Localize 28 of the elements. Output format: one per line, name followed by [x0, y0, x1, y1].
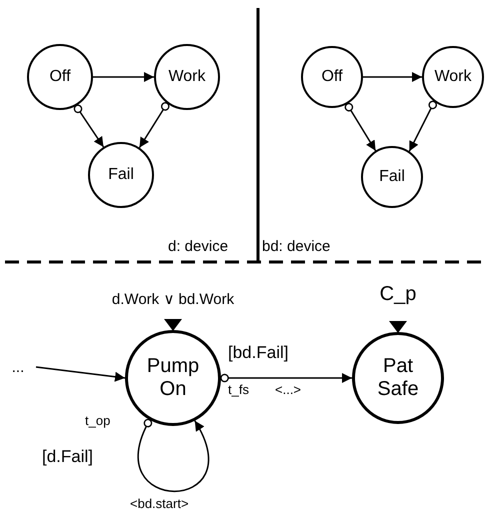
annotation-label: bd: device: [262, 238, 330, 255]
annotation-label: t_op: [85, 413, 110, 428]
annotation-label: <...>: [275, 382, 302, 397]
state-circle: Fail: [361, 146, 423, 208]
transition-arrow: [344, 102, 376, 152]
transition-arrow: [74, 104, 104, 148]
ellipsis-text: ...: [4, 356, 32, 378]
state-circle: Pat Safe: [352, 332, 444, 424]
marking-label: C_p: [380, 283, 416, 306]
edge-label: [d.Fail]: [42, 447, 94, 467]
state-circle: Off: [301, 46, 363, 108]
transition-arrow: [36, 366, 126, 382]
annotation-label: t_fs: [228, 382, 249, 397]
annotation-label: <bd.start>: [130, 496, 189, 511]
state-circle: Fail: [88, 142, 154, 208]
state-circle: Work: [154, 44, 220, 110]
transition-arrow: [363, 72, 422, 82]
transition-arrow: [138, 102, 170, 148]
annotation-label: d: device: [168, 238, 228, 255]
transition-arrow: [220, 373, 352, 383]
transition-arrow: [93, 72, 154, 82]
marking-label: d.Work ∨ bd.Work: [112, 290, 234, 308]
transition-arrow: [138, 419, 210, 492]
state-circle: Work: [422, 46, 484, 108]
edge-label: [bd.Fail]: [228, 343, 288, 363]
state-circle: Pump On: [125, 330, 221, 426]
transition-arrow: [408, 100, 437, 152]
state-circle: Off: [27, 44, 93, 110]
